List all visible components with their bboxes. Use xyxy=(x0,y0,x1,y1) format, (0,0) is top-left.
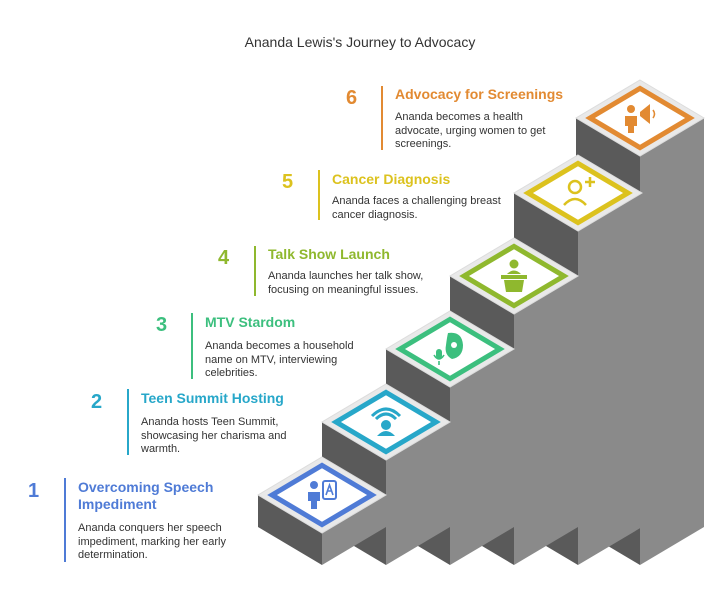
step-side-right xyxy=(578,193,642,565)
step-description: Ananda becomes a household name on MTV, … xyxy=(205,340,354,379)
step-description: Ananda conquers her speech impediment, m… xyxy=(78,522,226,561)
step-side-right xyxy=(386,422,450,565)
headset-host-icon xyxy=(370,407,402,436)
step-side-right xyxy=(322,495,386,565)
microphone-star-icon xyxy=(433,332,463,365)
step-number: 2 xyxy=(91,391,103,413)
step-title: Cancer Diagnosis xyxy=(332,171,451,187)
step-title: Teen Summit Hosting xyxy=(141,390,284,406)
step-side-right xyxy=(450,349,514,565)
step-number: 3 xyxy=(156,314,168,336)
step-divider-bar xyxy=(191,313,193,379)
step-divider-bar xyxy=(381,86,383,150)
megaphone-advocate-icon xyxy=(625,104,656,133)
step-title: Overcoming Speech Impediment xyxy=(78,479,214,512)
step-divider-bar xyxy=(254,246,256,296)
step-title: MTV Stardom xyxy=(205,314,296,330)
step-side-left xyxy=(258,495,322,565)
podium-speaker-icon xyxy=(501,259,527,292)
step-side-right xyxy=(640,118,704,565)
step-divider-bar xyxy=(64,478,66,562)
step-divider-bar xyxy=(318,170,320,220)
step-divider-bar xyxy=(127,389,129,455)
step-number: 4 xyxy=(218,247,230,269)
patient-plus-icon xyxy=(563,177,595,206)
step-description: Ananda hosts Teen Summit, showcasing her… xyxy=(141,416,287,455)
step-colored-frame xyxy=(585,85,695,151)
step-side-right xyxy=(514,276,578,565)
stair-step-1 xyxy=(257,456,387,565)
step-number: 6 xyxy=(346,87,358,109)
step-number: 5 xyxy=(282,171,294,193)
step-number: 1 xyxy=(28,480,40,502)
diagram-title: Ananda Lewis's Journey to Advocacy xyxy=(244,34,476,50)
step-description: Ananda faces a challenging breast cancer… xyxy=(332,195,501,221)
step-description: Ananda becomes a health advocate, urging… xyxy=(395,111,546,150)
step-title: Advocacy for Screenings xyxy=(395,86,564,102)
step-title: Talk Show Launch xyxy=(268,246,390,262)
step-description: Ananda launches her talk show, focusing … xyxy=(268,270,424,296)
person-reading-icon xyxy=(308,480,337,509)
